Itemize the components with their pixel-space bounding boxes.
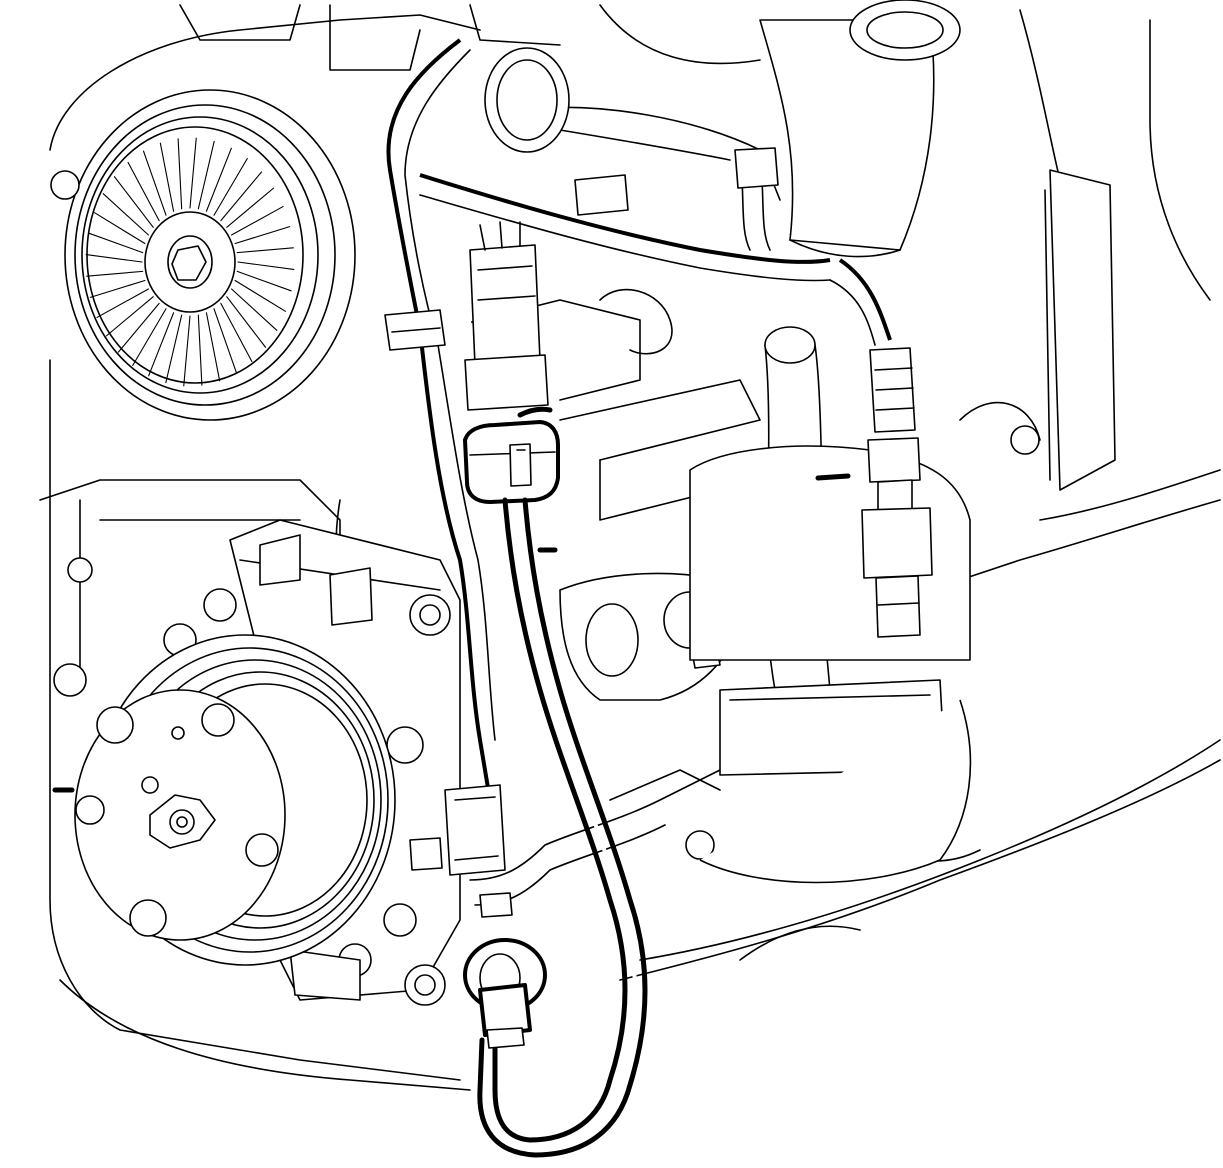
pulley-spoke xyxy=(231,288,278,331)
pulley-spoke xyxy=(226,187,275,228)
pulley-spoke xyxy=(142,150,167,216)
pulley-spoke xyxy=(234,279,286,312)
pulley-spoke xyxy=(117,302,160,353)
highlighted-sensor xyxy=(463,938,547,1049)
pulley-spoke xyxy=(165,314,183,384)
pressure-sensor xyxy=(689,169,1116,884)
pulley-spoke xyxy=(236,270,292,292)
compressor-connector xyxy=(409,769,721,918)
pulley-spoke xyxy=(85,254,143,263)
pulley-spoke xyxy=(234,226,291,245)
pulley-spoke xyxy=(159,142,175,212)
pulley-spoke xyxy=(213,308,238,374)
ac-compressor-clutch xyxy=(74,634,396,966)
pulley-spoke xyxy=(105,296,154,337)
pulley-spoke xyxy=(205,312,221,382)
pulley-spoke xyxy=(220,171,263,222)
pulley-spoke xyxy=(132,308,167,367)
pulley-spoke xyxy=(226,296,267,348)
pulley-spoke xyxy=(205,147,232,212)
pulley-spoke xyxy=(231,206,284,236)
highlighted-sensor-connector xyxy=(463,221,560,504)
pulley-spoke xyxy=(113,176,154,228)
pulley-spoke xyxy=(236,247,294,254)
pulley-spoke xyxy=(94,212,146,245)
pulley-spoke xyxy=(102,193,149,236)
pulley-spoke xyxy=(189,137,197,209)
pulley-spoke xyxy=(177,138,183,210)
pulley-spoke xyxy=(127,161,160,222)
pulley-spoke xyxy=(148,312,175,377)
pulley-spoke xyxy=(86,270,144,277)
pulley-spoke xyxy=(197,140,215,210)
pulley-spoke xyxy=(88,232,144,254)
pulley-spoke xyxy=(197,314,203,386)
pulley-spoke xyxy=(96,288,149,318)
pulley-spoke xyxy=(213,157,248,216)
accessory-drive-pulley xyxy=(64,89,356,421)
pulley-spoke xyxy=(220,302,253,363)
wiring-harness xyxy=(384,38,892,801)
pulley-spoke xyxy=(237,261,295,270)
edge-markers xyxy=(52,547,558,793)
highlighted-sensor-harness xyxy=(477,497,648,1158)
pulley-spoke xyxy=(183,315,191,387)
pulley-spoke xyxy=(89,279,146,298)
pipe-elbow xyxy=(484,0,961,258)
